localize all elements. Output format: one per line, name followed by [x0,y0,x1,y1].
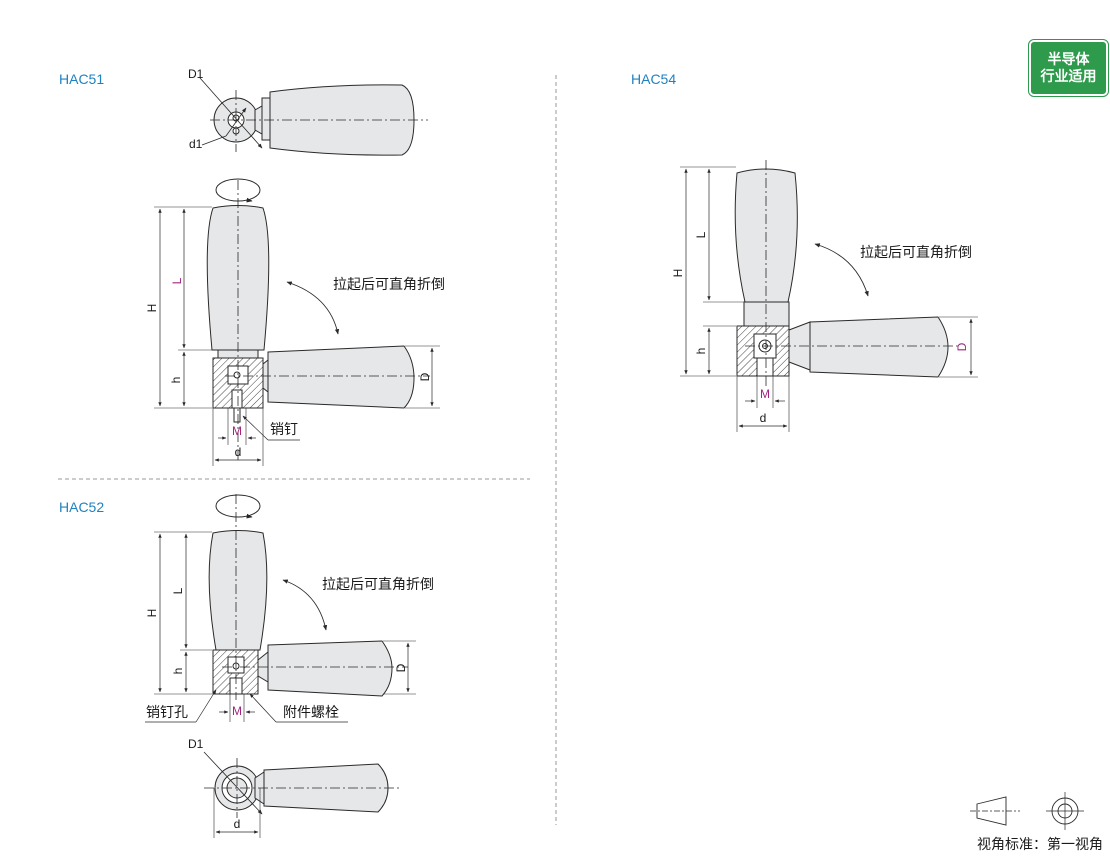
hac51-dim-D1: D1 [188,67,204,81]
hac52-dim-L: L [171,587,185,594]
hac54-dim-d: d [760,411,767,425]
hac51-dim-D: D [418,372,432,381]
hac51-dim-M: M [232,424,242,438]
hac52-pin-hole-label: 销钉孔 [146,705,188,721]
hac51-dim-L: L [170,277,184,284]
hac51-fold-note: 拉起后可直角折倒 [333,276,445,293]
hac54-dim-L: L [694,231,708,238]
hac54-title: HAC54 [631,71,676,87]
semiconductor-badge: 半导体 行业适用 [1028,39,1109,97]
hac51-side-view [154,178,440,466]
hac52-dim-D: D [394,663,408,672]
hac54-dim-H: H [671,269,685,278]
hac51-dim-d: d [235,445,242,459]
hac52-dim-h: h [171,668,185,675]
hac54-side-view [680,160,978,432]
hac52-top-view [203,751,400,838]
hac51-top-view [199,77,428,156]
badge-line-1: 半导体 [1047,52,1090,68]
hac51-title: HAC51 [59,71,104,87]
badge-line-2: 行业适用 [1040,69,1097,85]
hac52-title: HAC52 [59,499,104,515]
hac54-dim-h: h [694,348,708,355]
hac54-dim-M: M [760,387,770,401]
hac52-side-view [145,494,416,723]
view-standard-label: 视角标准：第一视角 [977,836,1103,853]
hac51-pin-label: 销钉 [270,422,298,438]
hac52-dim-d: d [234,817,241,831]
hac52-dim-H: H [145,609,159,618]
hac51-dim-d1: d1 [189,137,203,151]
hac52-dim-M: M [232,704,242,718]
hac51-dim-H: H [145,304,159,313]
hac54-dim-D: D [955,342,969,351]
hac51-dim-h: h [169,377,183,384]
hac52-bolt-label: 附件螺栓 [283,705,339,721]
hac52-dim-D1: D1 [188,737,204,751]
hac52-fold-note: 拉起后可直角折倒 [322,576,434,593]
hac54-fold-note: 拉起后可直角折倒 [860,244,972,261]
first-angle-projection-icon [970,792,1084,830]
